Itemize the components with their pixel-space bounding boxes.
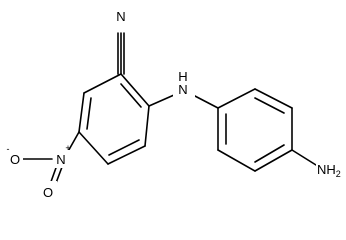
double-bond-c1-c2-inner <box>120 83 142 108</box>
bond-c5-c6 <box>78 92 85 133</box>
right-benzene-ring <box>217 88 293 172</box>
bond-nh-to-right-ring <box>192 94 219 109</box>
nitrile-group: N <box>113 5 128 75</box>
nitro-o-left-label: O <box>10 152 20 167</box>
bond-c6-c1 <box>83 73 122 94</box>
nitrile-n-label-bg <box>113 5 128 26</box>
amino-group: NH2 <box>291 149 344 179</box>
nitrile-n-label: N <box>116 9 125 24</box>
amine-n-label: N <box>178 82 187 97</box>
bond-c4-c5 <box>78 131 109 165</box>
amino-nh-text: NH <box>317 162 336 177</box>
bond-r2-r3 <box>254 88 293 109</box>
bond-ring-to-amino <box>291 149 317 166</box>
double-bond-r2-r3-inner <box>254 97 285 114</box>
chemical-structure: N H N N + O - O <box>5 5 344 201</box>
nitro-o-left-charge: - <box>7 144 10 154</box>
amino-label: NH2 <box>317 162 341 179</box>
bond-ring-to-nh <box>148 94 175 107</box>
amine-bridge: H N <box>148 69 219 109</box>
nitro-n-label-bg <box>54 150 70 168</box>
bond-r5-r6 <box>217 149 256 172</box>
double-bond-r4-r5-inner <box>254 144 285 163</box>
nitro-o-top-label-bg <box>39 181 57 201</box>
amino-subscript: 2 <box>336 169 341 179</box>
bond-c3-c4 <box>107 145 146 165</box>
double-bond-c5-c6-inner <box>86 97 92 130</box>
amine-nh-label-bg <box>173 76 195 98</box>
bond-r4-r5 <box>254 149 293 172</box>
amino-label-bg <box>316 159 344 178</box>
double-bond-c3-c4-inner <box>108 139 140 156</box>
nitro-n-label: N <box>56 152 65 167</box>
nitro-group: N + O - O <box>5 131 80 201</box>
bond-r1-r2 <box>217 88 256 109</box>
nitro-o-left-label-bg <box>5 150 23 168</box>
nitro-o-top-label: O <box>43 185 53 200</box>
amine-h-label: H <box>178 69 187 84</box>
left-benzene-ring <box>78 73 150 165</box>
bond-c2-c3 <box>144 105 150 147</box>
bond-c1-c2 <box>120 73 150 107</box>
nitro-n-charge: + <box>65 143 70 153</box>
